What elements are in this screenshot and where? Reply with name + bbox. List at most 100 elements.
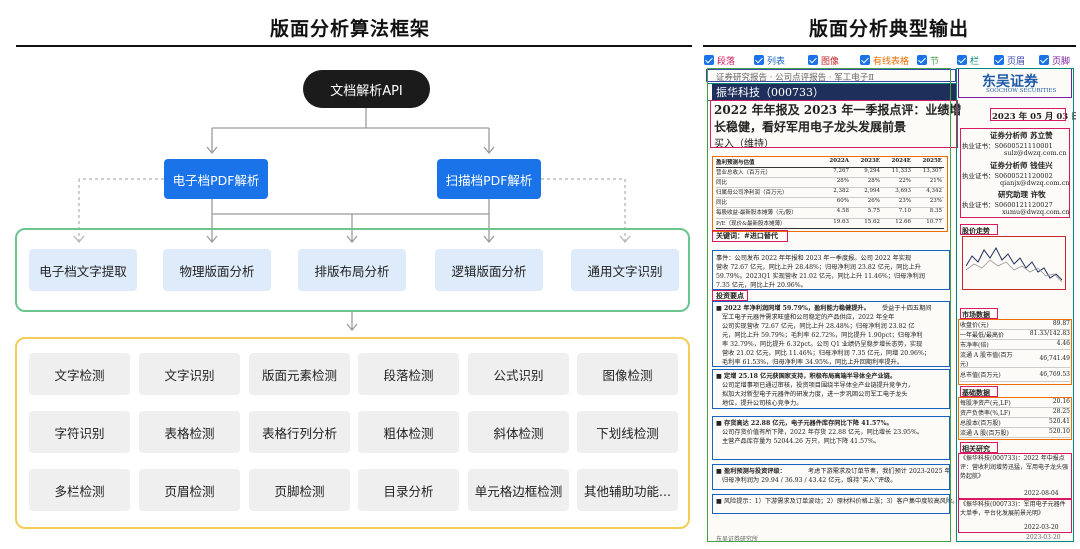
table-cell: 22% (898, 178, 911, 184)
table-cell: 每股收益-最新股本摊薄（元/股） (716, 210, 797, 216)
table-cell: 60% (836, 198, 849, 204)
table-cell: 12.66 (895, 219, 911, 225)
checkbox-icon[interactable] (994, 55, 1004, 65)
doc-logo: 东吴证券 (982, 74, 1038, 90)
table-row: 总股本(百万股)520.41 (960, 418, 1070, 428)
table-cell: 13,307 (922, 168, 942, 174)
atomic-item: 图像检测 (577, 353, 678, 395)
table-row: 资产负债率(%,LF) 28.25 (960, 408, 1070, 418)
table-cell: 23% (929, 198, 942, 204)
doc-bullet-line: 拟加大对新型电子元器件的研发力度，进一步巩固公司军工电子龙头 (722, 391, 908, 398)
atomic-item: 页眉检测 (139, 469, 240, 511)
table-row: 总市值(百万元)46,769.53 (960, 368, 1070, 382)
checkbox-icon[interactable] (1039, 55, 1049, 65)
table-cell: 81.33/142.83 (1029, 330, 1070, 337)
checkbox-icon[interactable] (917, 55, 927, 65)
legend-item[interactable]: 页脚 (1039, 53, 1070, 67)
checkbox-icon[interactable] (860, 55, 870, 65)
atomic-item: 公式识别 (468, 353, 569, 395)
atomic-item: 其他辅助功能... (577, 469, 678, 511)
detect-box-list (712, 250, 950, 290)
table-cell: 归属母公司净利润（百万元） (716, 190, 788, 196)
table-row: 流通 A 股(百万股)520.10 (960, 428, 1070, 438)
checkbox-icon[interactable] (808, 55, 818, 65)
table-cell: 资产负债率(%,LF) (960, 410, 1011, 417)
doc-basic-table: 每股净资产(元,LF)20.16 资产负债率(%,LF)28.25 总股本(百万… (960, 398, 1070, 438)
legend-item[interactable]: 栏 (957, 53, 979, 67)
scanned-pdf-parse-node: 扫描档PDF解析 (437, 159, 541, 199)
detect-box-list (712, 301, 950, 367)
doc-related-label: 相关研究 (962, 444, 990, 453)
framework-title-rule (16, 45, 692, 47)
doc-related-item: 《振华科技(000733)：军用电子元器件大单季，平台化发展前景光明》 (960, 501, 1066, 517)
legend-item[interactable]: 列表 (754, 53, 785, 67)
doc-rating: 买入（维持） (714, 139, 774, 150)
doc-date: 2023 年 05 月 03 日 (992, 112, 1076, 122)
table-cell: 7,267 (833, 168, 849, 174)
doc-analyst-email: qianjx@dwzq.com.cn (1000, 179, 1070, 187)
doc-analyst: 证券分析师 苏立赞 (990, 131, 1053, 140)
doc-keywords: 关键词：#进口替代 (716, 231, 778, 240)
module-group (15, 228, 690, 312)
doc-bullet-heading: ■ 盈利预测与投资评级： (716, 468, 786, 475)
doc-bullet-line: 公司存货价值有所下降，2022 年存货 22.88 亿元，同比增长 23.95%… (722, 429, 924, 436)
table-cell: 4,342 (926, 188, 942, 194)
doc-bullet-line: 地位，提升公司核心竞争力。 (722, 400, 803, 407)
table-cell: 同比 (716, 200, 728, 206)
module-logical-layout: 逻辑版面分析 (435, 249, 543, 291)
atomic-item: 页脚检测 (249, 469, 350, 511)
table-cell: 每股净资产(元,LF) (960, 400, 1011, 407)
output-title-rule (703, 45, 1076, 47)
table-cell: 46,741.49 (1039, 355, 1070, 362)
detect-box-paragraph (958, 499, 1072, 533)
detect-box-list (712, 464, 950, 490)
doc-analyst-cert: 执业证书：S0600121120027 (962, 201, 1053, 209)
table-cell: 总市值(百万元) (960, 372, 1001, 379)
doc-headline-1: 2022 年年报及 2023 年一季报点评：业绩增 (714, 103, 962, 117)
doc-bullet-line: 率 32.79%，同比提升 6.32pct。公司 Q1 业绩仍呈稳步增长态势，实… (722, 341, 923, 348)
doc-footer-date: 2023-03-20 (1026, 534, 1061, 541)
legend-item[interactable]: 节 (917, 53, 939, 67)
doc-company-bar (712, 83, 956, 100)
doc-bullet-heading: ■ 存货高达 22.88 亿元，电子元器件库存同比下降 41.57%。 (716, 420, 893, 427)
legend-item[interactable]: 图像 (808, 53, 839, 67)
doc-bullet-heading: ■ 2022 年净利润同增 59.79%，盈利能力稳健提升。 (716, 305, 870, 312)
atomic-item: 下划线检测 (577, 411, 678, 453)
doc-analyst-email: sulz@dwzq.com.cn (1004, 149, 1067, 157)
framework-title: 版面分析算法框架 (270, 18, 431, 40)
detect-box-paragraph (960, 128, 1070, 218)
legend-item[interactable]: 页眉 (994, 53, 1025, 67)
doc-analyst-cert: 执业证书：S0600521110001 (962, 142, 1053, 150)
detect-box-paragraph (710, 100, 958, 148)
doc-stock-chart (966, 246, 1063, 283)
detect-box-table (712, 156, 948, 232)
table-row: 收盘价(元)89.87 (960, 320, 1070, 330)
checkbox-icon[interactable] (754, 55, 764, 65)
table-cell: 总股本(百万股) (960, 420, 1001, 427)
atomic-item: 段落检测 (358, 353, 459, 395)
table-cell: P/E（现价&最新股本摊薄） (716, 221, 786, 227)
detect-box-column (956, 68, 1074, 542)
legend-item[interactable]: 段落 (704, 53, 735, 67)
table-row: 归属母公司净利润（百万元） 2,382 2,994 3,693 4,342 (716, 188, 944, 198)
checkbox-icon[interactable] (957, 55, 967, 65)
table-cell: 28.25 (1052, 408, 1070, 415)
doc-basic-label: 基础数据 (962, 388, 990, 397)
detect-box-column (707, 68, 951, 542)
output-title: 版面分析典型输出 (809, 18, 970, 40)
legend-item[interactable]: 有线表格 (860, 53, 909, 67)
atomic-item: 目录分析 (358, 469, 459, 511)
detect-box-table (958, 397, 1072, 440)
table-cell: 7.10 (898, 208, 911, 214)
detect-box-list (712, 369, 950, 409)
detect-box-header (706, 69, 956, 82)
atomic-item: 斜体检测 (468, 411, 569, 453)
table-header-cell: 盈利预测与估值 (716, 160, 755, 166)
table-cell: 19.63 (833, 219, 849, 225)
doc-event-line: 事件：公司发布 2022 年年报和 2023 年一季度报。公司 2022 年实现 (716, 255, 912, 262)
module-physical-layout: 物理版面分析 (163, 249, 271, 291)
table-cell: 28% (836, 178, 849, 184)
checkbox-icon[interactable] (704, 55, 714, 65)
doc-bullet-line: 公司定增事项已通过审核，投资项目围绕半导体全产业链提升竞争力， (722, 382, 914, 389)
